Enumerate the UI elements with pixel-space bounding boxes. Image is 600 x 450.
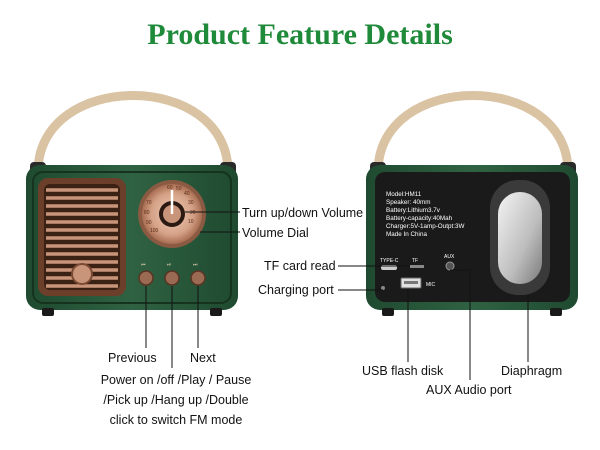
svg-text:40: 40 <box>184 191 190 197</box>
svg-text:80: 80 <box>144 210 150 216</box>
svg-text:50: 50 <box>176 186 182 192</box>
fm-mode-label: click to switch FM mode <box>109 413 243 427</box>
svg-text:Battery-capacity:40Mah: Battery-capacity:40Mah <box>386 215 453 222</box>
front-emblem <box>71 263 93 285</box>
previous-label: Previous <box>108 351 157 365</box>
svg-text:90: 90 <box>146 220 152 226</box>
svg-text:Speaker: 40mm: Speaker: 40mm <box>386 199 430 206</box>
diaphragm-label: Diaphragm <box>501 364 563 378</box>
charging-port-label: Charging port <box>258 283 334 297</box>
front-carry-strap <box>33 91 233 173</box>
svg-text:10: 10 <box>188 219 194 225</box>
next-button <box>190 270 206 286</box>
previous-button <box>138 270 154 286</box>
previous-icon: ⏮ <box>141 262 146 268</box>
aux-audio-label: AUX Audio port <box>426 383 512 397</box>
page-title: Product Feature Details <box>147 18 453 51</box>
svg-text:100: 100 <box>150 228 159 234</box>
aux-label: AUX <box>444 254 455 260</box>
svg-text:60: 60 <box>167 185 173 191</box>
back-carry-strap <box>373 91 573 173</box>
tf-card-slot <box>410 265 424 268</box>
aux-jack <box>445 261 455 271</box>
power-label: Power on /off /Play / Pause <box>100 373 252 387</box>
diaphragm <box>498 192 542 284</box>
tf-label: TF <box>412 258 418 264</box>
front-leader-lines <box>145 211 240 368</box>
svg-text:70: 70 <box>146 200 152 206</box>
svg-text:Made In China: Made In China <box>386 231 427 238</box>
pickup-label: /Pick up /Hang up /Double <box>103 393 249 407</box>
tf-card-label: TF card read <box>264 259 336 273</box>
next-icon: ⏭ <box>193 262 198 268</box>
spec-plate: Model:HM11 Speaker: 40mm Battery:Lithium… <box>386 191 464 238</box>
back-leader-lines <box>338 265 529 380</box>
front-foot-right <box>210 308 222 316</box>
svg-text:Model:HM11: Model:HM11 <box>386 191 422 198</box>
usb-flash-label: USB flash disk <box>362 364 444 378</box>
charging-indicator <box>381 286 385 290</box>
svg-text:20: 20 <box>190 210 196 216</box>
volume-dial-label: Volume Dial <box>242 226 309 240</box>
mic-label: MIC <box>426 282 436 288</box>
back-radio: Model:HM11 Speaker: 40mm Battery:Lithium… <box>366 91 578 316</box>
svg-text:Charger:5V-1amp-Outpt:3W: Charger:5V-1amp-Outpt:3W <box>386 223 464 230</box>
next-label: Next <box>190 351 216 365</box>
power-play-button <box>164 270 180 286</box>
front-foot-left <box>42 308 54 316</box>
dial-scale: 60 50 40 30 20 10 70 80 90 100 <box>144 185 196 234</box>
play-pause-icon: ⏯ <box>167 262 171 268</box>
svg-text:30: 30 <box>188 200 194 206</box>
svg-text:Battery:Lithium3.7v: Battery:Lithium3.7v <box>386 207 441 214</box>
front-radio: 60 50 40 30 20 10 70 80 90 100 ⏮ ⏯ ⏭ <box>26 91 238 316</box>
type-c-label: TYPE-C <box>380 258 399 264</box>
turn-volume-label: Turn up/down Volume <box>242 206 364 220</box>
